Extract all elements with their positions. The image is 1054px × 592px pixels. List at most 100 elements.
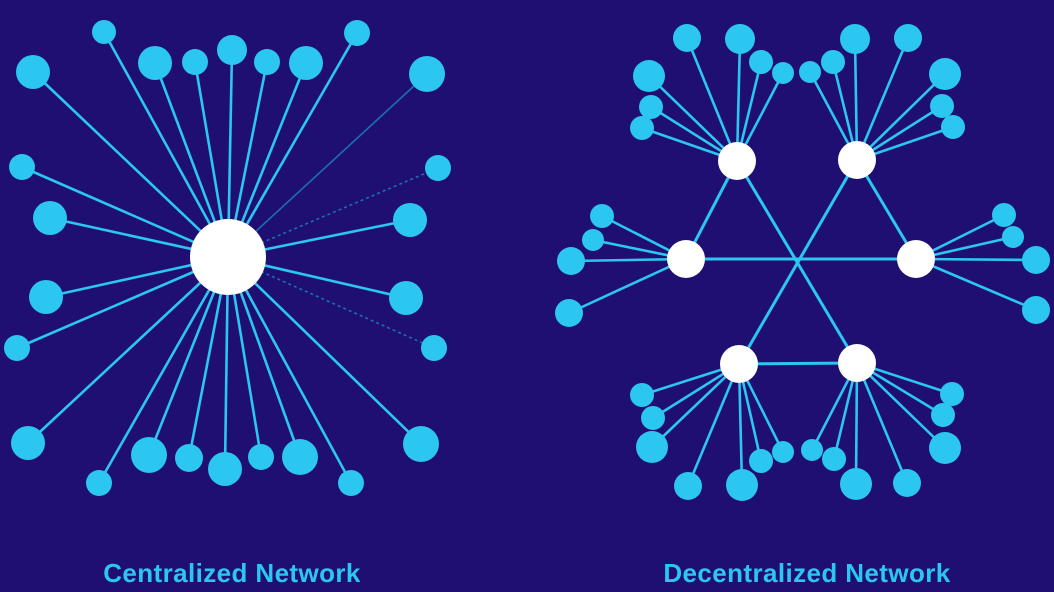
satellite-node [929,58,961,90]
satellite-node [840,468,872,500]
satellite-node [289,46,323,80]
satellite-node [182,49,208,75]
satellite-node [248,444,274,470]
central-hub-node [190,219,266,295]
satellite-node [630,116,654,140]
satellite-node [772,441,794,463]
decentralized-link-line [915,257,1037,262]
satellite-node [16,55,50,89]
decentralized-link-line [686,363,741,487]
satellite-node [555,299,583,327]
satellite-node [557,247,585,275]
satellite-node [344,20,370,46]
satellite-node [11,426,45,460]
satellite-node [840,24,870,54]
decentralized-link-line [856,73,946,161]
decentralized-link-line [648,75,738,162]
satellite-node [254,49,280,75]
centralized-link-line [227,256,422,445]
satellite-node [425,155,451,181]
centralized-link-line [27,256,229,444]
decentralized-link-line [915,257,1037,312]
satellite-node [940,382,964,406]
centralized-network-label: Centralized Network [103,558,361,588]
satellite-node [894,24,922,52]
satellite-node [421,335,447,361]
hub-node [838,344,876,382]
decentralized-link-line [735,38,742,162]
satellite-node [893,469,921,497]
satellite-node [725,24,755,54]
centralized-link-line [226,256,353,484]
satellite-node [86,470,112,496]
satellite-node [930,94,954,118]
decentralized-link-line [856,362,946,449]
centralized-link-line [227,167,439,258]
satellite-node [639,95,663,119]
hub-to-hub-line [855,159,918,260]
satellite-node [582,229,604,251]
satellite-node [931,403,955,427]
satellite-node [799,61,821,83]
hub-node [897,240,935,278]
satellite-node [590,204,614,228]
hub-node [718,142,756,180]
decentralized-link-line [685,37,739,162]
satellite-node [131,437,167,473]
satellite-node [674,472,702,500]
hub-to-hub-line [737,159,859,365]
decentralized-link-line [651,363,740,448]
centralized-link-line [32,71,229,258]
satellite-node [641,406,665,430]
satellite-node [1022,296,1050,324]
satellite-node [801,439,823,461]
decentralized-link-line [855,362,909,484]
satellite-node [821,50,845,74]
decentralized-network-label: Decentralized Network [663,558,951,588]
decentralized-link-line [737,363,744,486]
decentralized-link-line [570,257,687,263]
satellite-node [175,444,203,472]
satellite-node [1022,246,1050,274]
decentralized-link-line [853,38,859,161]
decentralized-link-line [855,37,910,161]
satellite-node [822,447,846,471]
satellite-node [282,439,318,475]
centralized-link-line [102,31,230,258]
hub-node [838,141,876,179]
satellite-node [393,203,427,237]
satellite-node [772,62,794,84]
hub-to-hub-line [738,361,858,366]
satellite-node [4,335,30,361]
satellite-node [9,154,35,180]
centralized-link-line [226,32,359,258]
satellite-node [636,431,668,463]
satellite-node [338,470,364,496]
satellite-node [992,203,1016,227]
decentralized-link-line [854,362,859,485]
decentralized-link-line [568,257,687,315]
satellite-node [941,115,965,139]
satellite-node [217,35,247,65]
satellite-node [208,452,242,486]
satellite-node [673,24,701,52]
satellite-node [633,60,665,92]
hub-node [667,240,705,278]
satellite-node [749,50,773,74]
satellite-node [749,449,773,473]
satellite-node [929,432,961,464]
satellite-node [33,201,67,235]
centralized-link-line [97,256,230,484]
satellite-node [726,469,758,501]
satellite-node [29,280,63,314]
centralized-link-line [16,255,229,350]
centralized-link-line [227,73,428,258]
satellite-node [389,281,423,315]
satellite-node [630,383,654,407]
satellite-node [138,46,172,80]
hub-node [720,345,758,383]
satellite-node [409,56,445,92]
satellite-node [403,426,439,462]
